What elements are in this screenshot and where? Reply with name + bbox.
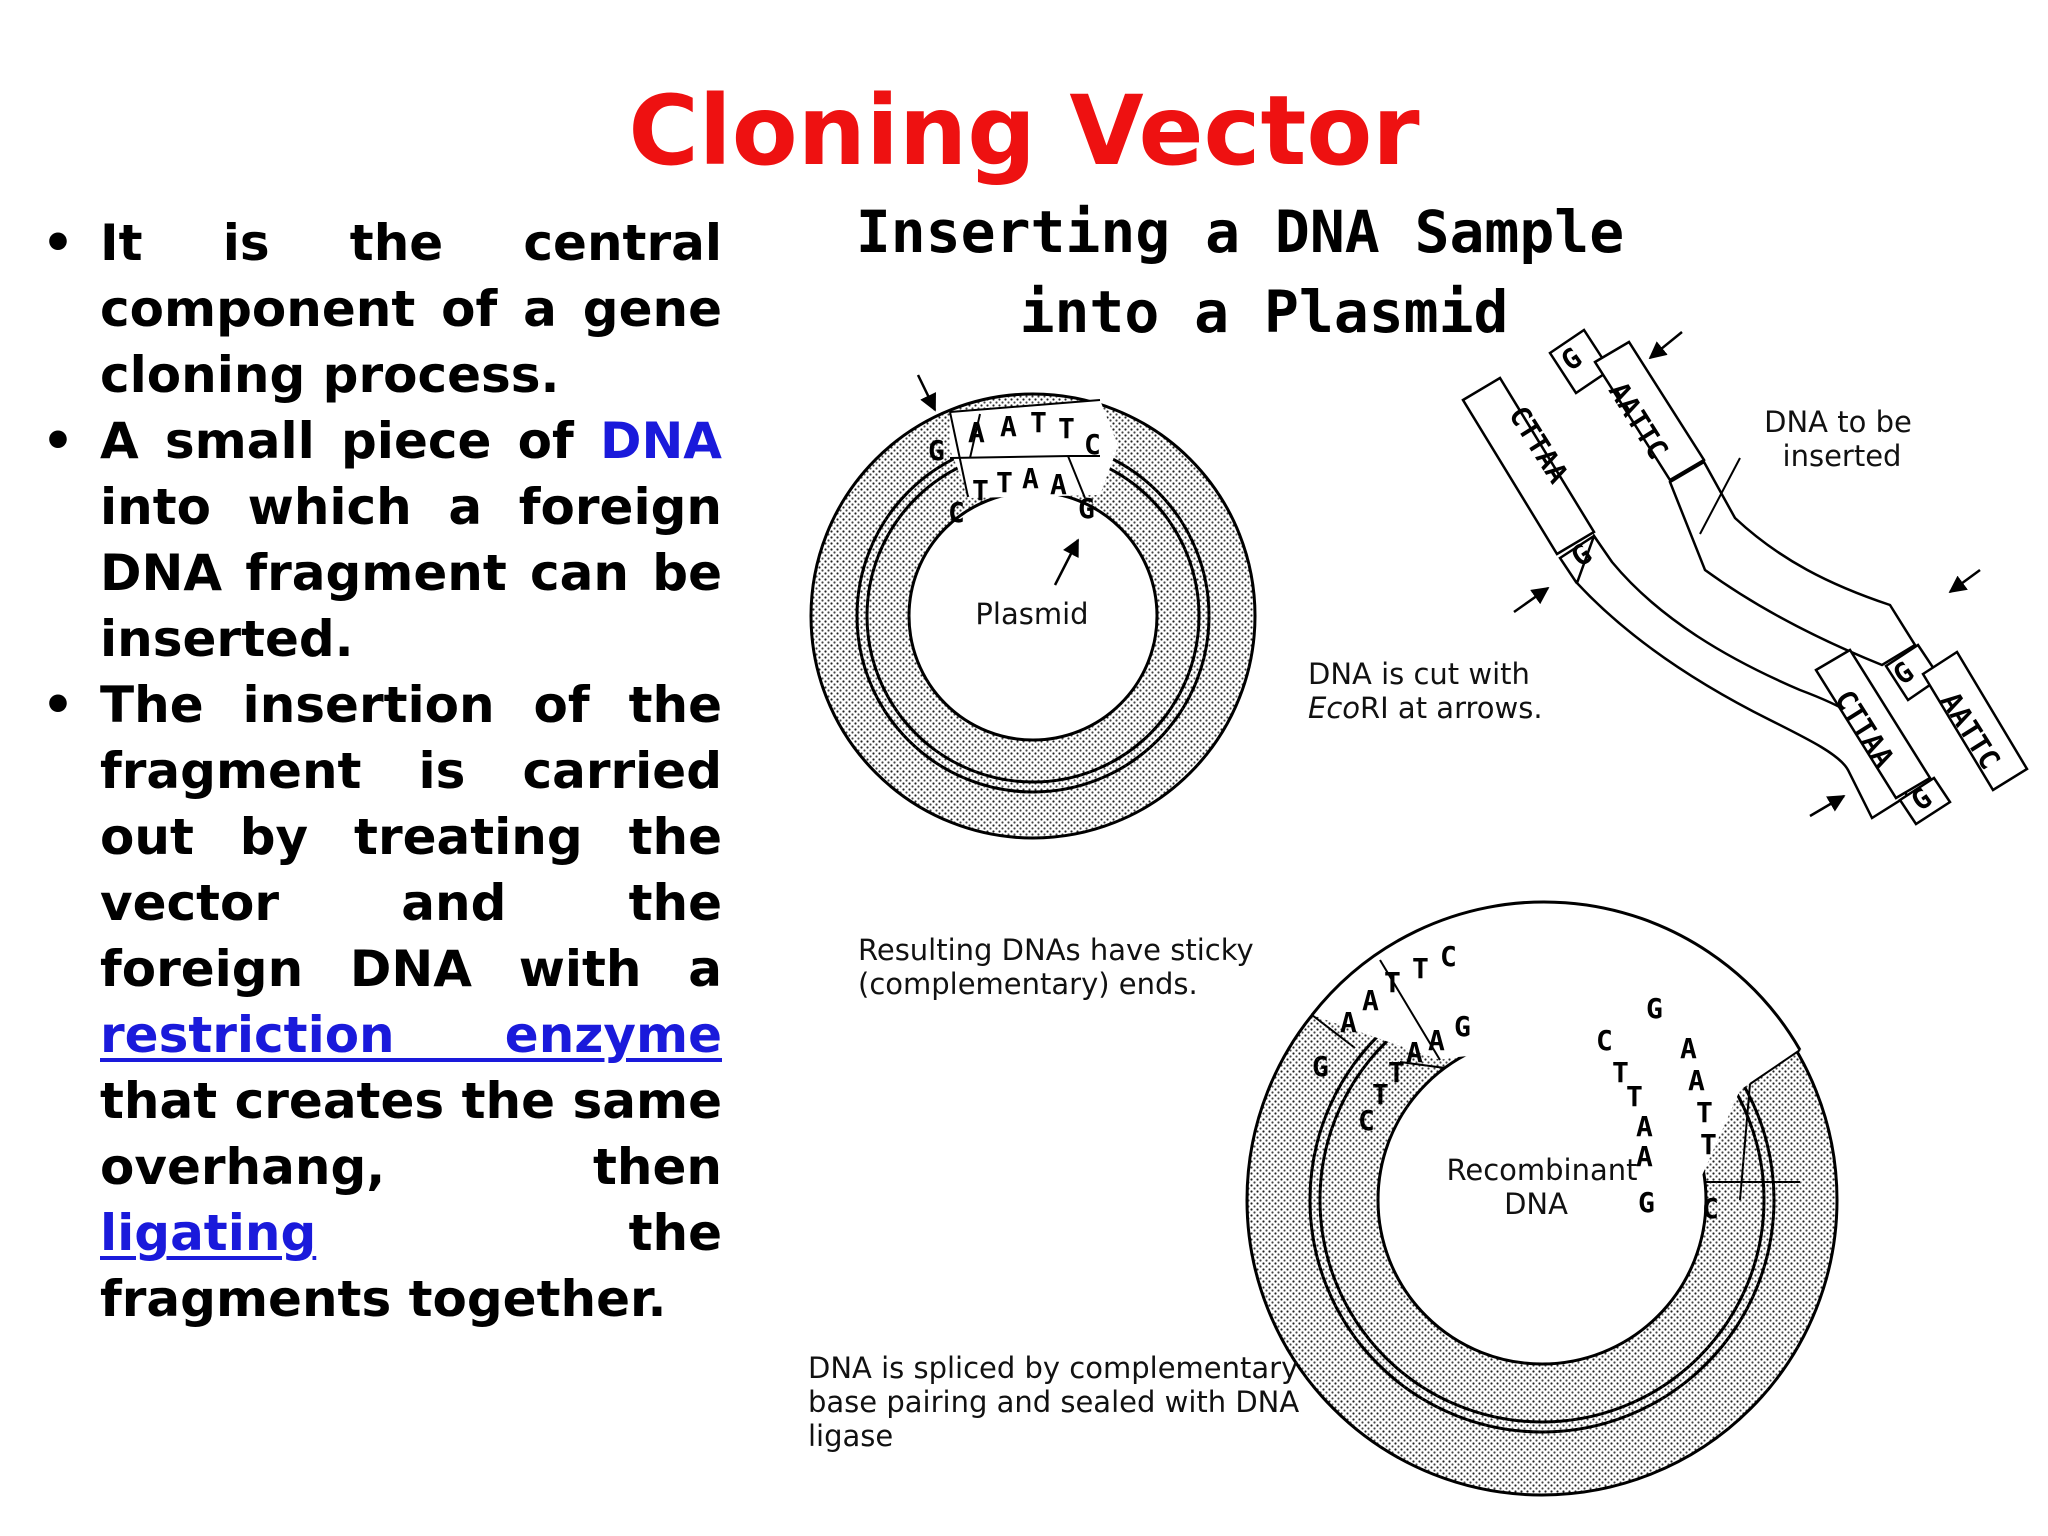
bullet-text-2b: into which a foreign DNA fragment can be… <box>100 478 722 668</box>
plasmid-bot-base-2: T <box>972 474 989 507</box>
plasmid-diagram: Inserting a DNA Sample into a Plasmid G … <box>800 200 2048 1536</box>
cut-caption-rest: RI at arrows. <box>1360 691 1543 725</box>
plasmid-top-base-4: T <box>1030 406 1047 439</box>
ecori-italic: Eco <box>1308 691 1360 725</box>
recombinant-label-line1: Recombinant <box>1447 1153 1638 1187</box>
bullet-item-1: • It is the central component of a gene c… <box>36 210 722 408</box>
slide-title: Cloning Vector <box>628 75 1420 187</box>
plasmid-circle <box>809 392 1257 840</box>
recombinant-label-line2: DNA <box>1504 1187 1568 1221</box>
foreign-dna-strip <box>1461 328 2029 826</box>
recomb-right-inner-6: G <box>1638 1186 1655 1219</box>
plasmid-top-base-3: A <box>1000 410 1017 443</box>
recomb-left-inner-6: G <box>1454 1010 1471 1043</box>
recomb-right-outer-1: G <box>1646 992 1663 1025</box>
cut-caption-line2: EcoRI at arrows. <box>1308 691 1543 725</box>
spliced-caption-line3: ligase <box>808 1419 893 1453</box>
dna-insert-label-line2: inserted <box>1783 439 1902 473</box>
recomb-left-outer-1: G <box>1312 1050 1329 1083</box>
plasmid-top-base-6: C <box>1084 428 1101 461</box>
diagram-title-line1: Inserting a DNA Sample <box>856 200 1624 266</box>
restriction-enzyme-link[interactable]: restriction enzyme <box>100 1006 722 1064</box>
plasmid-bot-base-1: C <box>948 496 965 529</box>
recomb-right-inner-2: T <box>1612 1056 1629 1089</box>
plasmid-top-base-1: G <box>928 434 945 467</box>
bullet-text-1: It is the central component of a gene cl… <box>100 214 722 404</box>
plasmid-diagram-svg: Inserting a DNA Sample into a Plasmid G … <box>808 200 2029 1497</box>
dna-link[interactable]: DNA <box>599 412 722 470</box>
bullet-text-2a: A small piece of <box>100 412 600 470</box>
bullet-icon: • <box>42 676 74 734</box>
recomb-left-inner-3: T <box>1388 1056 1405 1089</box>
recomb-right-inner-5: A <box>1636 1140 1653 1173</box>
bullet-list: • It is the central component of a gene c… <box>36 210 722 1332</box>
bullet-item-2: • A small piece of DNA into which a forei… <box>36 408 722 672</box>
ligating-link[interactable]: ligating <box>100 1204 317 1262</box>
bullet-text-3a: The insertion of the fragment is carried… <box>100 676 722 998</box>
spliced-caption-line1: DNA is spliced by complementary <box>808 1351 1298 1385</box>
recomb-left-inner-4: A <box>1406 1036 1423 1069</box>
recomb-right-inner-3: T <box>1626 1080 1643 1113</box>
bullet-text-3b: that creates the same overhang, then <box>100 1072 722 1196</box>
recombinant-circle <box>1245 900 1839 1497</box>
recomb-left-outer-5: T <box>1412 952 1429 985</box>
recomb-right-inner-4: A <box>1636 1110 1653 1143</box>
plasmid-bot-base-3: T <box>996 466 1013 499</box>
spliced-caption-line2: base pairing and sealed with DNA <box>808 1385 1299 1419</box>
plasmid-bot-base-6: G <box>1078 492 1095 525</box>
recomb-right-outer-6: C <box>1702 1192 1719 1225</box>
sticky-caption-line2: (complementary) ends. <box>858 967 1198 1001</box>
recomb-left-inner-5: A <box>1428 1024 1445 1057</box>
plasmid-bot-base-4: A <box>1022 462 1039 495</box>
dna-insert-label-line1: DNA to be <box>1764 405 1912 439</box>
plasmid-bot-base-5: A <box>1050 468 1067 501</box>
bullet-icon: • <box>42 412 74 470</box>
plasmid-label: Plasmid <box>975 597 1088 631</box>
cut-arrow-icon <box>1809 794 1846 818</box>
recomb-right-outer-4: T <box>1696 1096 1713 1129</box>
recomb-left-outer-4: T <box>1384 966 1401 999</box>
recomb-left-inner-1: C <box>1358 1104 1375 1137</box>
recomb-right-inner-1: C <box>1596 1024 1613 1057</box>
cut-arrow-icon <box>1948 568 1981 594</box>
label-pointer <box>1699 457 1741 535</box>
recomb-left-outer-2: A <box>1340 1006 1357 1039</box>
plasmid-top-base-5: T <box>1058 412 1075 445</box>
cut-arrow-icon <box>1513 586 1550 614</box>
recomb-left-outer-3: A <box>1362 984 1379 1017</box>
bullet-icon: • <box>42 214 74 272</box>
recomb-right-outer-2: A <box>1680 1032 1697 1065</box>
diagram-title-line2: into a Plasmid <box>1020 278 1509 346</box>
cut-arrow-icon <box>1648 331 1683 360</box>
cut-arrow-icon <box>916 374 937 412</box>
recomb-left-outer-6: C <box>1440 940 1457 973</box>
plasmid-top-base-2: A <box>968 416 985 449</box>
recomb-right-outer-3: A <box>1688 1064 1705 1097</box>
cut-caption-line1: DNA is cut with <box>1308 657 1530 691</box>
cut-arrow-icon <box>1053 538 1080 586</box>
bullet-text-3c: the fragments together. <box>100 1204 722 1328</box>
recomb-left-inner-2: T <box>1372 1078 1389 1111</box>
bullet-item-3: • The insertion of the fragment is carrie… <box>36 672 722 1332</box>
sticky-caption-line1: Resulting DNAs have sticky <box>858 933 1254 967</box>
recomb-right-outer-5: T <box>1700 1128 1717 1161</box>
